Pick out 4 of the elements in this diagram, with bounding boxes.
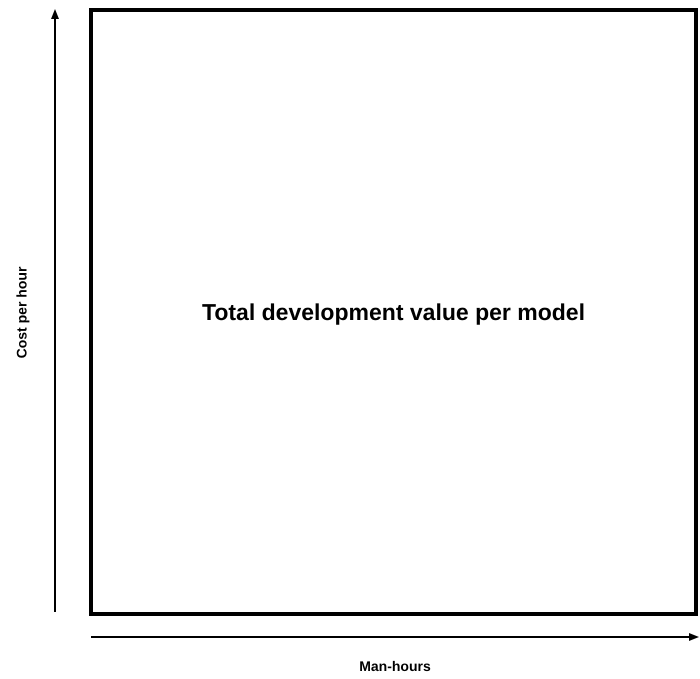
y-axis-label: Cost per hour (12, 266, 30, 358)
area-title: Total development value per model (202, 298, 585, 327)
x-axis-label: Man-hours (359, 657, 431, 676)
value-area-box (89, 8, 698, 616)
